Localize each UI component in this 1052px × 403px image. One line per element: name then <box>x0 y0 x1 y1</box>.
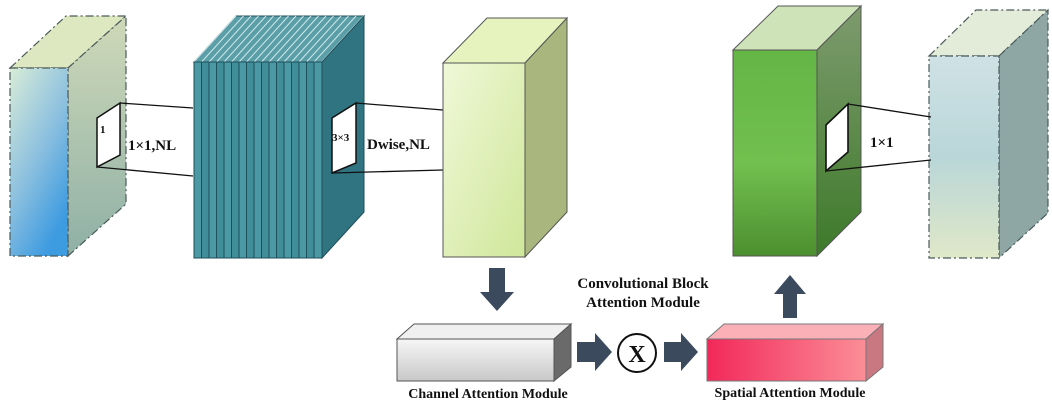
cbam-title-line1: Convolutional Block <box>577 276 709 292</box>
stack-top-line <box>253 15 297 63</box>
stack-top-line <box>306 15 349 63</box>
cbam-title: Convolutional Block Attention Module <box>577 276 709 311</box>
stack-top-line <box>246 15 289 63</box>
cbam-title-line2: Attention Module <box>586 295 700 311</box>
stack-top-line <box>208 15 252 63</box>
stack-top-line <box>238 15 282 63</box>
stack-slice <box>208 61 218 259</box>
kernel-3x3-label: 3×3 <box>332 132 350 144</box>
input-feature-block <box>8 14 128 258</box>
down-arrow <box>480 268 514 311</box>
stack-slice <box>231 61 240 259</box>
up-arrow <box>774 275 806 318</box>
conv-1x1-nl-label: 1×1,NL <box>128 138 176 154</box>
stack-top-line <box>283 15 327 63</box>
stack-slice <box>276 61 285 259</box>
stack-top-line <box>193 15 237 63</box>
multiply-operator: X <box>617 333 657 373</box>
stack-slice <box>246 61 255 259</box>
stack-slice <box>223 61 233 259</box>
kernel-1-label: 1 <box>100 124 106 136</box>
output-feature-block <box>927 8 1050 260</box>
dwise-nl-label: Dwise,NL <box>367 137 430 153</box>
stack-slice <box>253 61 263 259</box>
arrow-to-multiply <box>577 333 612 371</box>
stack-top-line <box>201 15 244 63</box>
arrow-to-spatial <box>664 333 698 371</box>
stack-top-line <box>223 15 267 63</box>
pointwise-kernel-1: 1 1×1,NL <box>96 101 194 177</box>
final-pointwise-kernel: 1×1 <box>825 102 932 173</box>
stack-slice <box>193 61 203 259</box>
depthwise-kernel-3x3: 3×3 Dwise,NL <box>331 101 444 175</box>
spatial-attention-label: Spatial Attention Module <box>715 386 866 401</box>
spatial-attention-module: Spatial Attention Module <box>705 322 885 401</box>
stack-slice <box>298 61 308 259</box>
stack-top-line <box>298 15 342 63</box>
stack-slice <box>306 61 315 259</box>
depthwise-output-block <box>441 16 569 259</box>
stack-top-line <box>216 15 259 63</box>
stack-top-line <box>276 15 319 63</box>
stack-top-line <box>231 15 274 63</box>
stack-top-line <box>268 15 312 63</box>
stack-top-line <box>291 15 334 63</box>
stack-slice <box>216 61 225 259</box>
channel-attention-module: Channel Attention Module <box>395 322 573 402</box>
expansion-feature-stack <box>192 14 366 260</box>
stack-slice <box>238 61 248 259</box>
stack-slice <box>291 61 300 259</box>
stack-slice <box>261 61 270 259</box>
stack-slice <box>201 61 210 259</box>
stack-slice <box>268 61 278 259</box>
stack-top-line <box>261 15 304 63</box>
stack-top-line <box>313 15 357 63</box>
stack-slice <box>283 61 293 259</box>
channel-attention-label: Channel Attention Module <box>408 387 567 402</box>
conv-1x1-label: 1×1 <box>870 135 894 151</box>
stack-slice <box>313 61 323 259</box>
multiply-symbol: X <box>628 342 646 368</box>
